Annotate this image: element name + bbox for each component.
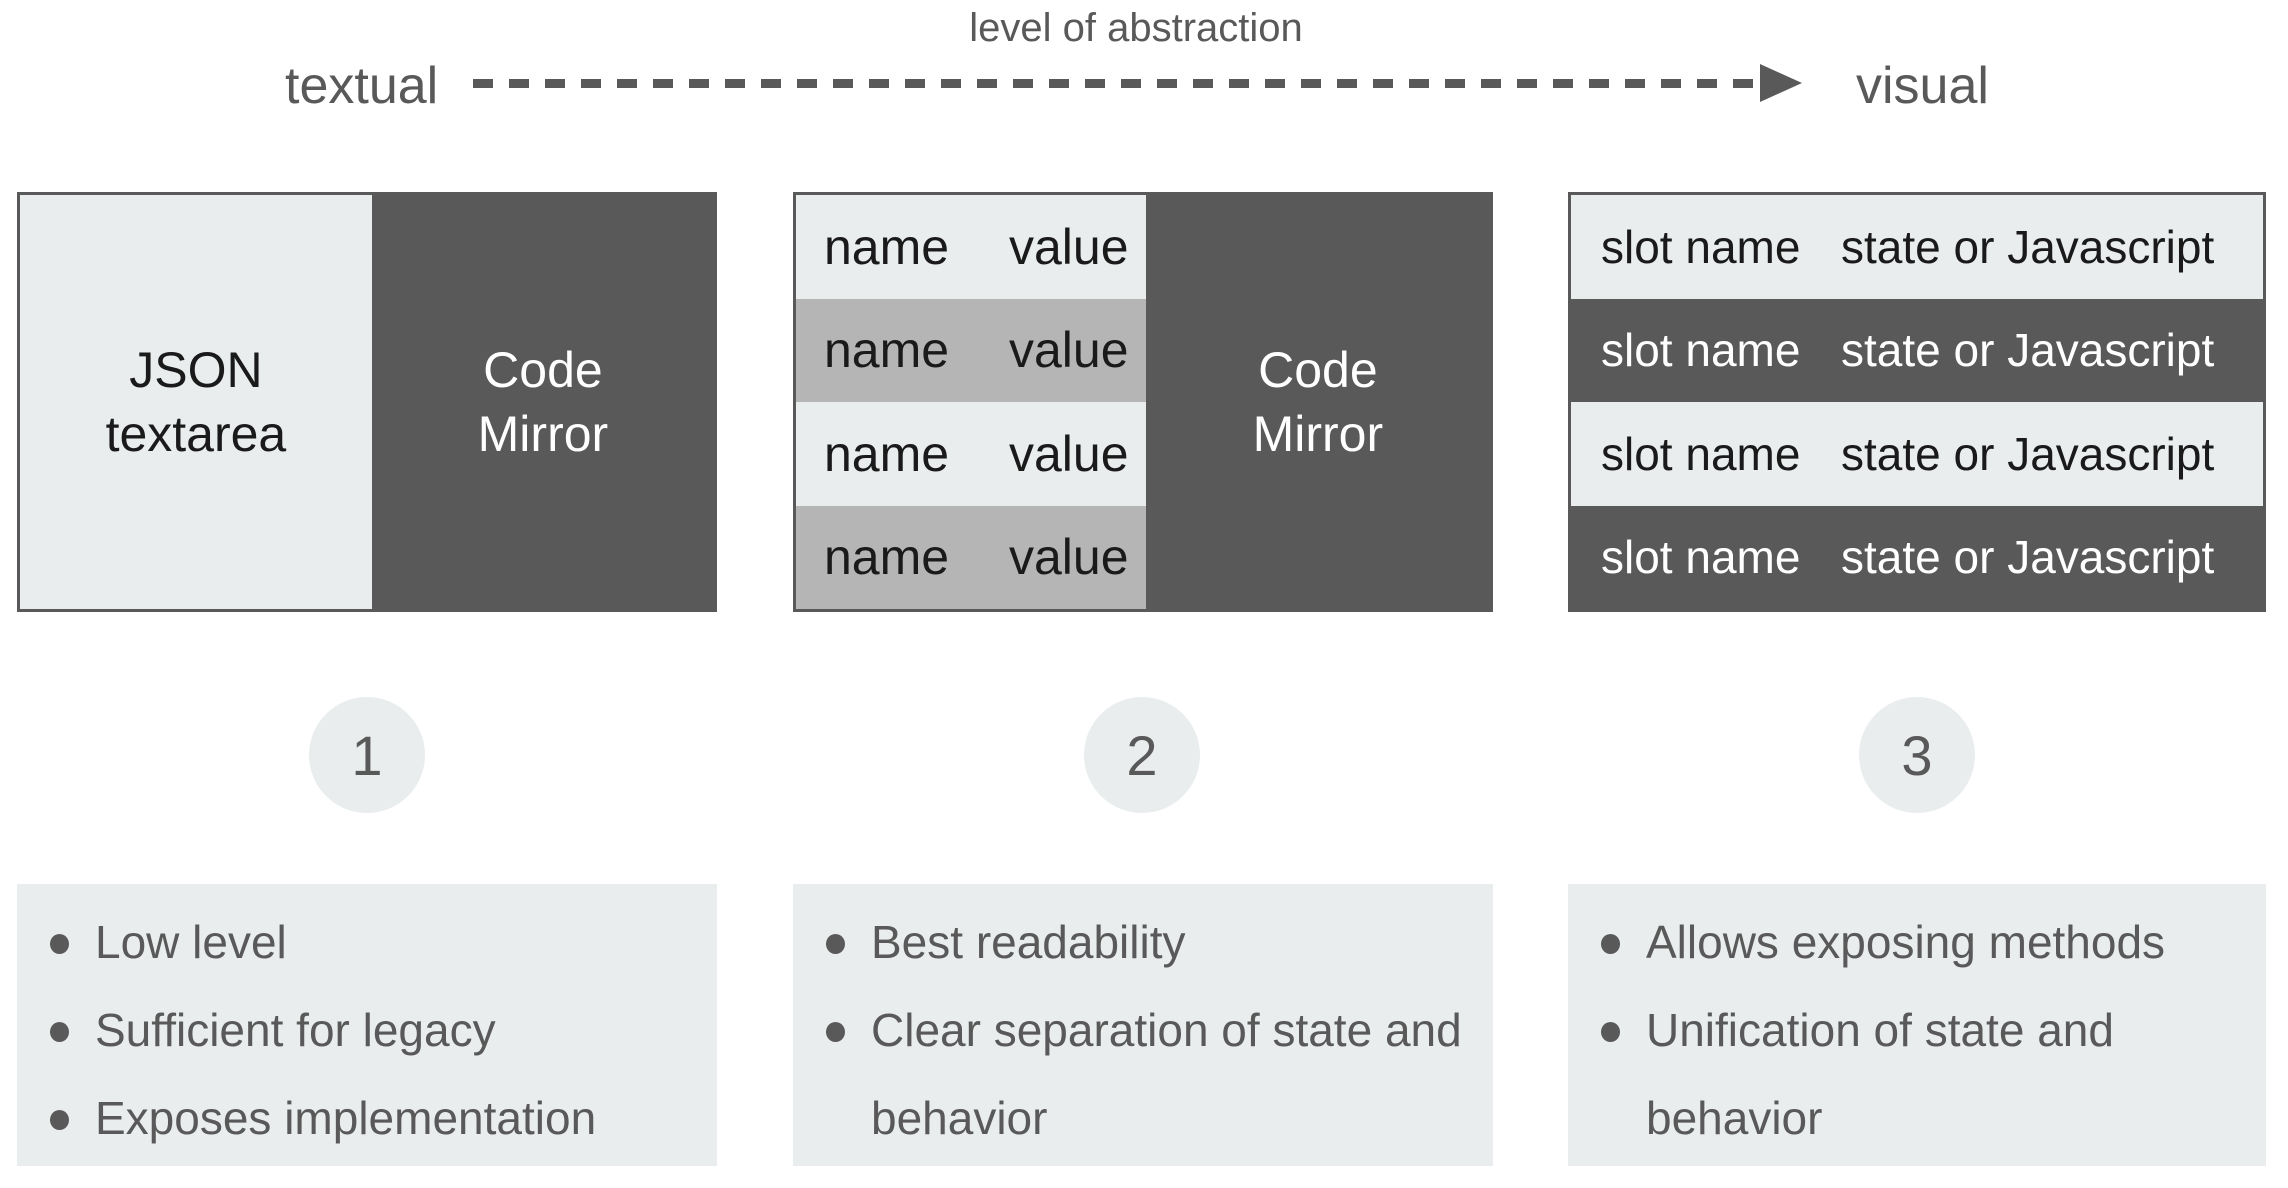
notes-box-1: Low level Sufficient for legacy Exposes …	[17, 884, 717, 1166]
slot-name-cell: slot name	[1601, 324, 1801, 377]
name-cell: name	[824, 425, 950, 482]
name-cell: name	[824, 529, 950, 586]
panel-1-diagram: JSON textarea Code Mirror	[17, 192, 717, 612]
slot-name-cell: slot name	[1601, 531, 1801, 584]
list-item: Allows exposing methods	[1568, 898, 2238, 986]
slot-value-cell: state or Javascript	[1841, 324, 2215, 377]
slot-name-cell: slot name	[1601, 220, 1801, 273]
slot-row: slot name state or Javascript	[1571, 402, 2263, 506]
json-textarea-label-line2: textarea	[105, 406, 287, 462]
slot-row: slot name state or Javascript	[1571, 505, 2263, 609]
json-textarea-label-line1: JSON	[129, 342, 263, 398]
code-mirror-label-line2: Mirror	[1252, 406, 1384, 462]
list-item: Low level	[17, 898, 689, 986]
code-mirror-box-2: Code Mirror	[1145, 195, 1490, 609]
value-cell: value	[1009, 529, 1129, 586]
bullet-icon	[1601, 1022, 1620, 1042]
bullet-list: Allows exposing methods Unification of s…	[1568, 884, 2266, 1162]
slot-value-cell: state or Javascript	[1841, 220, 2215, 273]
list-item: Exposes implementation	[17, 1074, 689, 1162]
value-cell: value	[1009, 322, 1129, 379]
name-cell: name	[824, 322, 950, 379]
bullet-list: Low level Sufficient for legacy Exposes …	[17, 884, 717, 1162]
list-item-label: Exposes implementation	[95, 1092, 597, 1144]
dashed-arrow-line	[473, 79, 1762, 88]
axis-right-label: visual	[1856, 57, 1989, 115]
table-row: name value	[796, 402, 1146, 506]
panel-3-diagram: slot name state or Javascript slot name …	[1568, 192, 2266, 612]
value-cell: value	[1009, 425, 1129, 482]
step-1-badge: 1	[309, 697, 425, 813]
list-item: Unification of state and behavior	[1568, 986, 2238, 1162]
panel-2-diagram: name value name value name value name va…	[793, 192, 1493, 612]
axis-left-label: textual	[285, 57, 439, 115]
step-3-badge: 3	[1859, 697, 1975, 813]
table-row: name value	[796, 505, 1146, 609]
list-item-label: Best readability	[871, 916, 1186, 968]
slot-name-cell: slot name	[1601, 427, 1801, 480]
bullet-list: Best readability Clear separation of sta…	[793, 884, 1493, 1162]
notes-box-2: Best readability Clear separation of sta…	[793, 884, 1493, 1166]
arrow-head-icon	[1760, 64, 1802, 102]
table-row: name value	[796, 195, 1146, 299]
bullet-icon	[1601, 934, 1620, 954]
slot-value-cell: state or Javascript	[1841, 531, 2215, 584]
json-textarea-box: JSON textarea	[20, 195, 372, 609]
step-2-badge: 2	[1084, 697, 1200, 813]
list-item-label: Sufficient for legacy	[95, 1004, 496, 1056]
list-item-label: Clear separation of state and behavior	[871, 1004, 1462, 1144]
bullet-icon	[826, 1022, 845, 1042]
list-item: Sufficient for legacy	[17, 986, 689, 1074]
name-value-table: name value name value name value name va…	[796, 195, 1146, 609]
slot-row: slot name state or Javascript	[1571, 298, 2263, 402]
code-mirror-box-1: Code Mirror	[371, 195, 714, 609]
code-mirror-label-line1: Code	[1258, 342, 1378, 398]
slot-row: slot name state or Javascript	[1571, 195, 2263, 299]
abstraction-axis-label: level of abstraction	[969, 6, 1303, 50]
bullet-icon	[50, 1022, 69, 1042]
code-mirror-label-line1: Code	[483, 342, 603, 398]
table-row: name value	[796, 298, 1146, 402]
value-cell: value	[1009, 218, 1129, 275]
notes-box-3: Allows exposing methods Unification of s…	[1568, 884, 2266, 1166]
bullet-icon	[50, 1110, 69, 1130]
list-item-label: Allows exposing methods	[1646, 916, 2166, 968]
slot-value-cell: state or Javascript	[1841, 427, 2215, 480]
code-mirror-label-line2: Mirror	[477, 406, 609, 462]
bullet-icon	[826, 934, 845, 954]
list-item-label: Unification of state and behavior	[1646, 1004, 2114, 1144]
name-cell: name	[824, 218, 950, 275]
list-item-label: Low level	[95, 916, 287, 968]
list-item: Best readability	[793, 898, 1465, 986]
list-item: Clear separation of state and behavior	[793, 986, 1465, 1162]
bullet-icon	[50, 934, 69, 954]
